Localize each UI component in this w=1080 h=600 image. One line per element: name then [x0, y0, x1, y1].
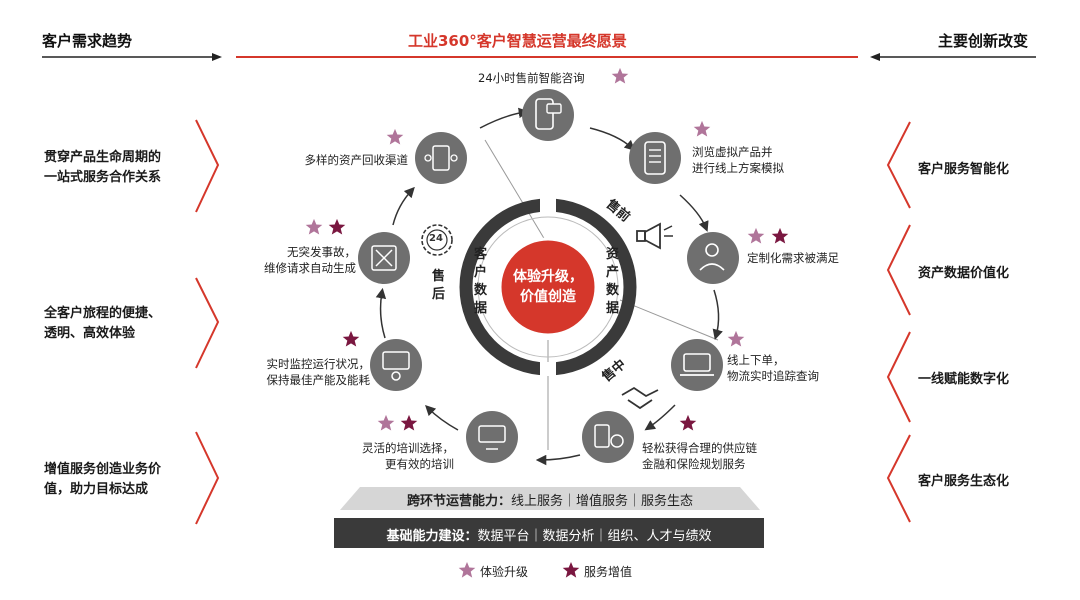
- right-change-1: 客户服务智能化: [918, 162, 1010, 177]
- legend-value-label: 服务增值: [584, 565, 633, 579]
- center-red-core: [498, 237, 598, 337]
- 24h-gear-icon: [421, 224, 453, 256]
- node-label-finance: 轻松获得合理的供应链金融和保险规划服务: [642, 441, 757, 471]
- megaphone-icon: [636, 222, 673, 250]
- mobile-list-icon: [629, 132, 681, 184]
- ring-label-customer-data: 客户数据: [474, 247, 488, 316]
- connector-line-presale: [484, 139, 546, 241]
- node-label-order-tracking: 线上下单，物流实时追踪查询: [727, 353, 819, 383]
- base-capability: 基础能力建设：数据平台｜数据分析｜组织、人才与绩效: [386, 529, 712, 544]
- left-trend-2: 全客户旅程的便捷、透明、高效体验: [44, 306, 162, 341]
- training-icon: [466, 411, 518, 463]
- right-chevrons: [886, 121, 911, 523]
- monitor-person-icon: [370, 339, 422, 391]
- node-label-monitoring: 实时监控运行状况，保持最佳产能及能耗: [266, 357, 371, 387]
- base-band-shape: [334, 518, 764, 548]
- header-left-title: 客户需求趋势: [42, 32, 133, 50]
- right-change-2: 资产数据价值化: [918, 266, 1010, 281]
- handshake-icon: [621, 386, 659, 410]
- node-label-presale-consult: 24小时售前智能咨询: [478, 71, 585, 85]
- legend-star-upgrade-icon: [458, 562, 476, 578]
- phase-aftersale: 售后: [432, 269, 446, 302]
- center-core-text: 体验升级，价值创造: [513, 269, 583, 305]
- header-center-title: 工业360°客户智慧运营最终愿景: [408, 32, 627, 50]
- ring-label-asset-data: 资产数据: [606, 247, 620, 316]
- legend-upgrade-label: 体验升级: [480, 565, 529, 579]
- node-label-virtual-product: 浏览虚拟产品并进行线上方案模拟: [692, 145, 784, 175]
- node-label-customization: 定制化需求被满足: [747, 251, 839, 265]
- node-label-training: 灵活的培训选择，更有效的培训: [362, 441, 454, 471]
- right-change-4: 客户服务生态化: [918, 474, 1010, 489]
- laptop-icon: [671, 339, 723, 391]
- cross-band-shape: [340, 487, 760, 510]
- header-rules: [42, 53, 1036, 61]
- cycle-path: [375, 107, 723, 466]
- connector-line-insale: [619, 299, 719, 341]
- right-change-3: 一线赋能数字化: [918, 372, 1010, 387]
- mobile-chat-icon: [522, 89, 574, 141]
- engineer-icon: [687, 232, 739, 284]
- node-label-maintenance: 无突发事故，维修请求自动生成: [264, 245, 356, 275]
- node-label-recycling: 多样的资产回收渠道: [304, 153, 409, 167]
- left-chevrons: [195, 119, 220, 525]
- finance-icon: [582, 411, 634, 463]
- left-trend-3: 增值服务创造业务价值，助力目标达成: [44, 462, 162, 497]
- header-right-title: 主要创新改变: [938, 32, 1029, 50]
- tools-icon: [358, 232, 410, 284]
- left-trend-1: 贯穿产品生命周期的一站式服务合作关系: [44, 150, 162, 185]
- legend-star-value-icon: [562, 562, 580, 578]
- cross-stage-capability: 跨环节运营能力：线上服务｜增值服务｜服务生态: [406, 494, 694, 509]
- recycle-devices-icon: [415, 132, 467, 184]
- ring-inner-line: [477, 216, 619, 358]
- badge-24: 24: [429, 233, 443, 244]
